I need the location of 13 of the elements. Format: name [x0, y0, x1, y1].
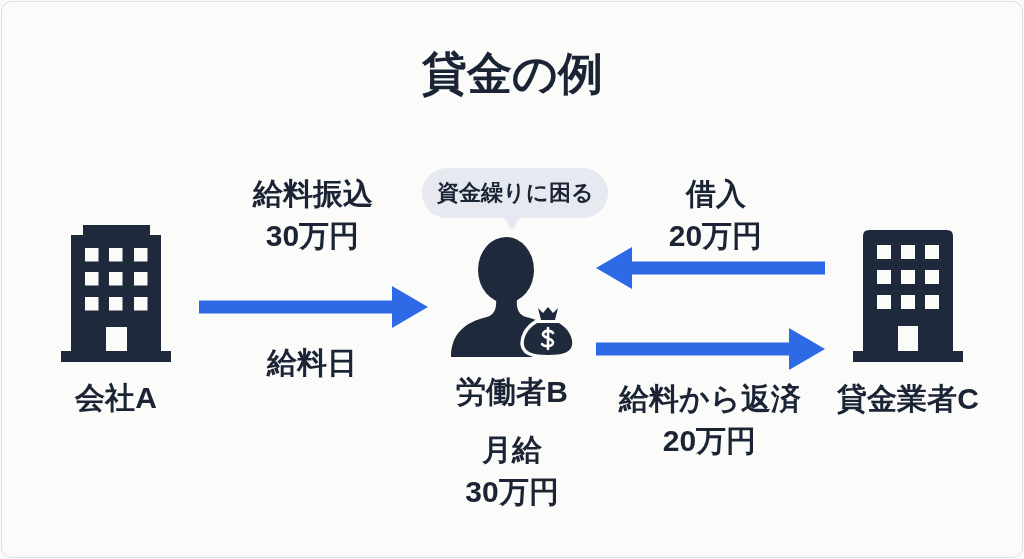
arrow-caption: 給料日 — [267, 345, 357, 381]
node-label: 労働者B — [456, 374, 568, 410]
node-label: 貸金業者C — [837, 381, 979, 417]
edge-label: 給料から返済 20万円 — [617, 381, 802, 459]
edge-label: 給料振込 30万円 — [251, 176, 374, 254]
node-label: 月給 30万円 — [464, 432, 560, 510]
diagram-title: 貸金の例 — [421, 47, 603, 101]
speech-bubble: 資金繰りに困る — [422, 168, 608, 230]
node-label: 会社A — [75, 380, 157, 416]
arrow — [596, 328, 825, 370]
arrow — [199, 286, 428, 328]
edge-label: 借入 20万円 — [667, 176, 764, 254]
arrow — [596, 247, 825, 289]
